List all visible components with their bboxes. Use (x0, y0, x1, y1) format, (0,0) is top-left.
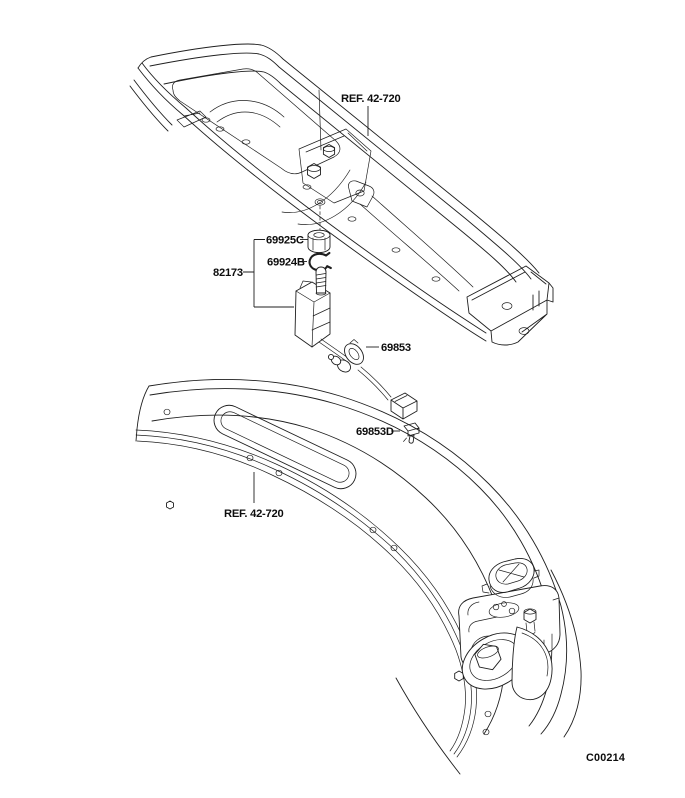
top-frame-end-plate (466, 265, 554, 346)
switch-body-edges (295, 280, 331, 348)
harness-plug-illustration (327, 353, 351, 373)
ring-outline (488, 602, 520, 618)
nut-details (307, 229, 331, 251)
nut-illustration (307, 229, 331, 254)
bracket-side-bolt (523, 608, 537, 624)
callout-switch: 82173 (213, 267, 243, 279)
ring-screw (501, 601, 507, 607)
top-channel-inner-detail (176, 89, 474, 292)
clamp-inner (348, 348, 360, 360)
callout-snap-ring: 69924B (267, 257, 305, 269)
switch-mount-plate (298, 128, 375, 208)
top-channel-opening (172, 68, 341, 175)
clamp-tab (349, 339, 359, 344)
plug-tip (327, 353, 335, 361)
pivot-bolt-cap (477, 645, 499, 659)
band-small-bolts (166, 500, 464, 682)
callout-ref-bottom: REF. 42-720 (224, 508, 283, 520)
top-frame-illustration (129, 43, 554, 346)
ring-screw (508, 607, 516, 615)
top-flange-edges (137, 62, 487, 342)
callout-leader-lines (243, 106, 400, 503)
switch-plunger (315, 266, 327, 294)
bottom-frame-illustration (135, 379, 582, 775)
connector-cap (488, 558, 535, 593)
pedal-pivot-bracket-illustration (458, 558, 561, 701)
harness-wire-lower (357, 366, 392, 401)
harness-connector-illustration (390, 392, 418, 420)
band-slot-inner (220, 411, 350, 483)
callout-ref-top: REF. 42-720 (341, 93, 400, 105)
roller-inner-arc (521, 632, 549, 677)
callout-labels: REF. 42-720 69925C 69924B 82173 69853 69… (213, 93, 625, 764)
harness-clamp-illustration (344, 339, 364, 365)
mount-plate-bolts (307, 144, 336, 179)
end-plate-holes (501, 302, 530, 335)
bracket-top-ring (488, 601, 520, 618)
switch-assembly-illustration (294, 229, 420, 444)
ring-screw (492, 603, 500, 611)
callout-nut: 69925C (266, 235, 304, 247)
callout-harness-clip: 69853D (356, 426, 394, 438)
leader-switch-group-bracket (243, 239, 294, 308)
mount-plate-bolt-caps (307, 146, 365, 197)
band-slot-outer (213, 404, 357, 490)
callout-harness: 69853 (381, 342, 411, 354)
connector-cap-top (481, 562, 540, 598)
top-rail-edges (129, 43, 540, 283)
switch-mount-hole (314, 198, 326, 206)
clip-prong (403, 437, 407, 442)
switch-plunger-threads (315, 273, 327, 296)
harness-connector-detail (394, 395, 408, 402)
bottom-band-holes (163, 408, 492, 736)
roller-illustration (511, 626, 553, 701)
bottom-band-flange-lines (135, 429, 477, 758)
drawing-code: C00214 (586, 752, 625, 764)
top-flange-holes (201, 117, 441, 282)
bracket-side-bolt-detail (523, 608, 537, 635)
clamp-outer (344, 343, 364, 365)
